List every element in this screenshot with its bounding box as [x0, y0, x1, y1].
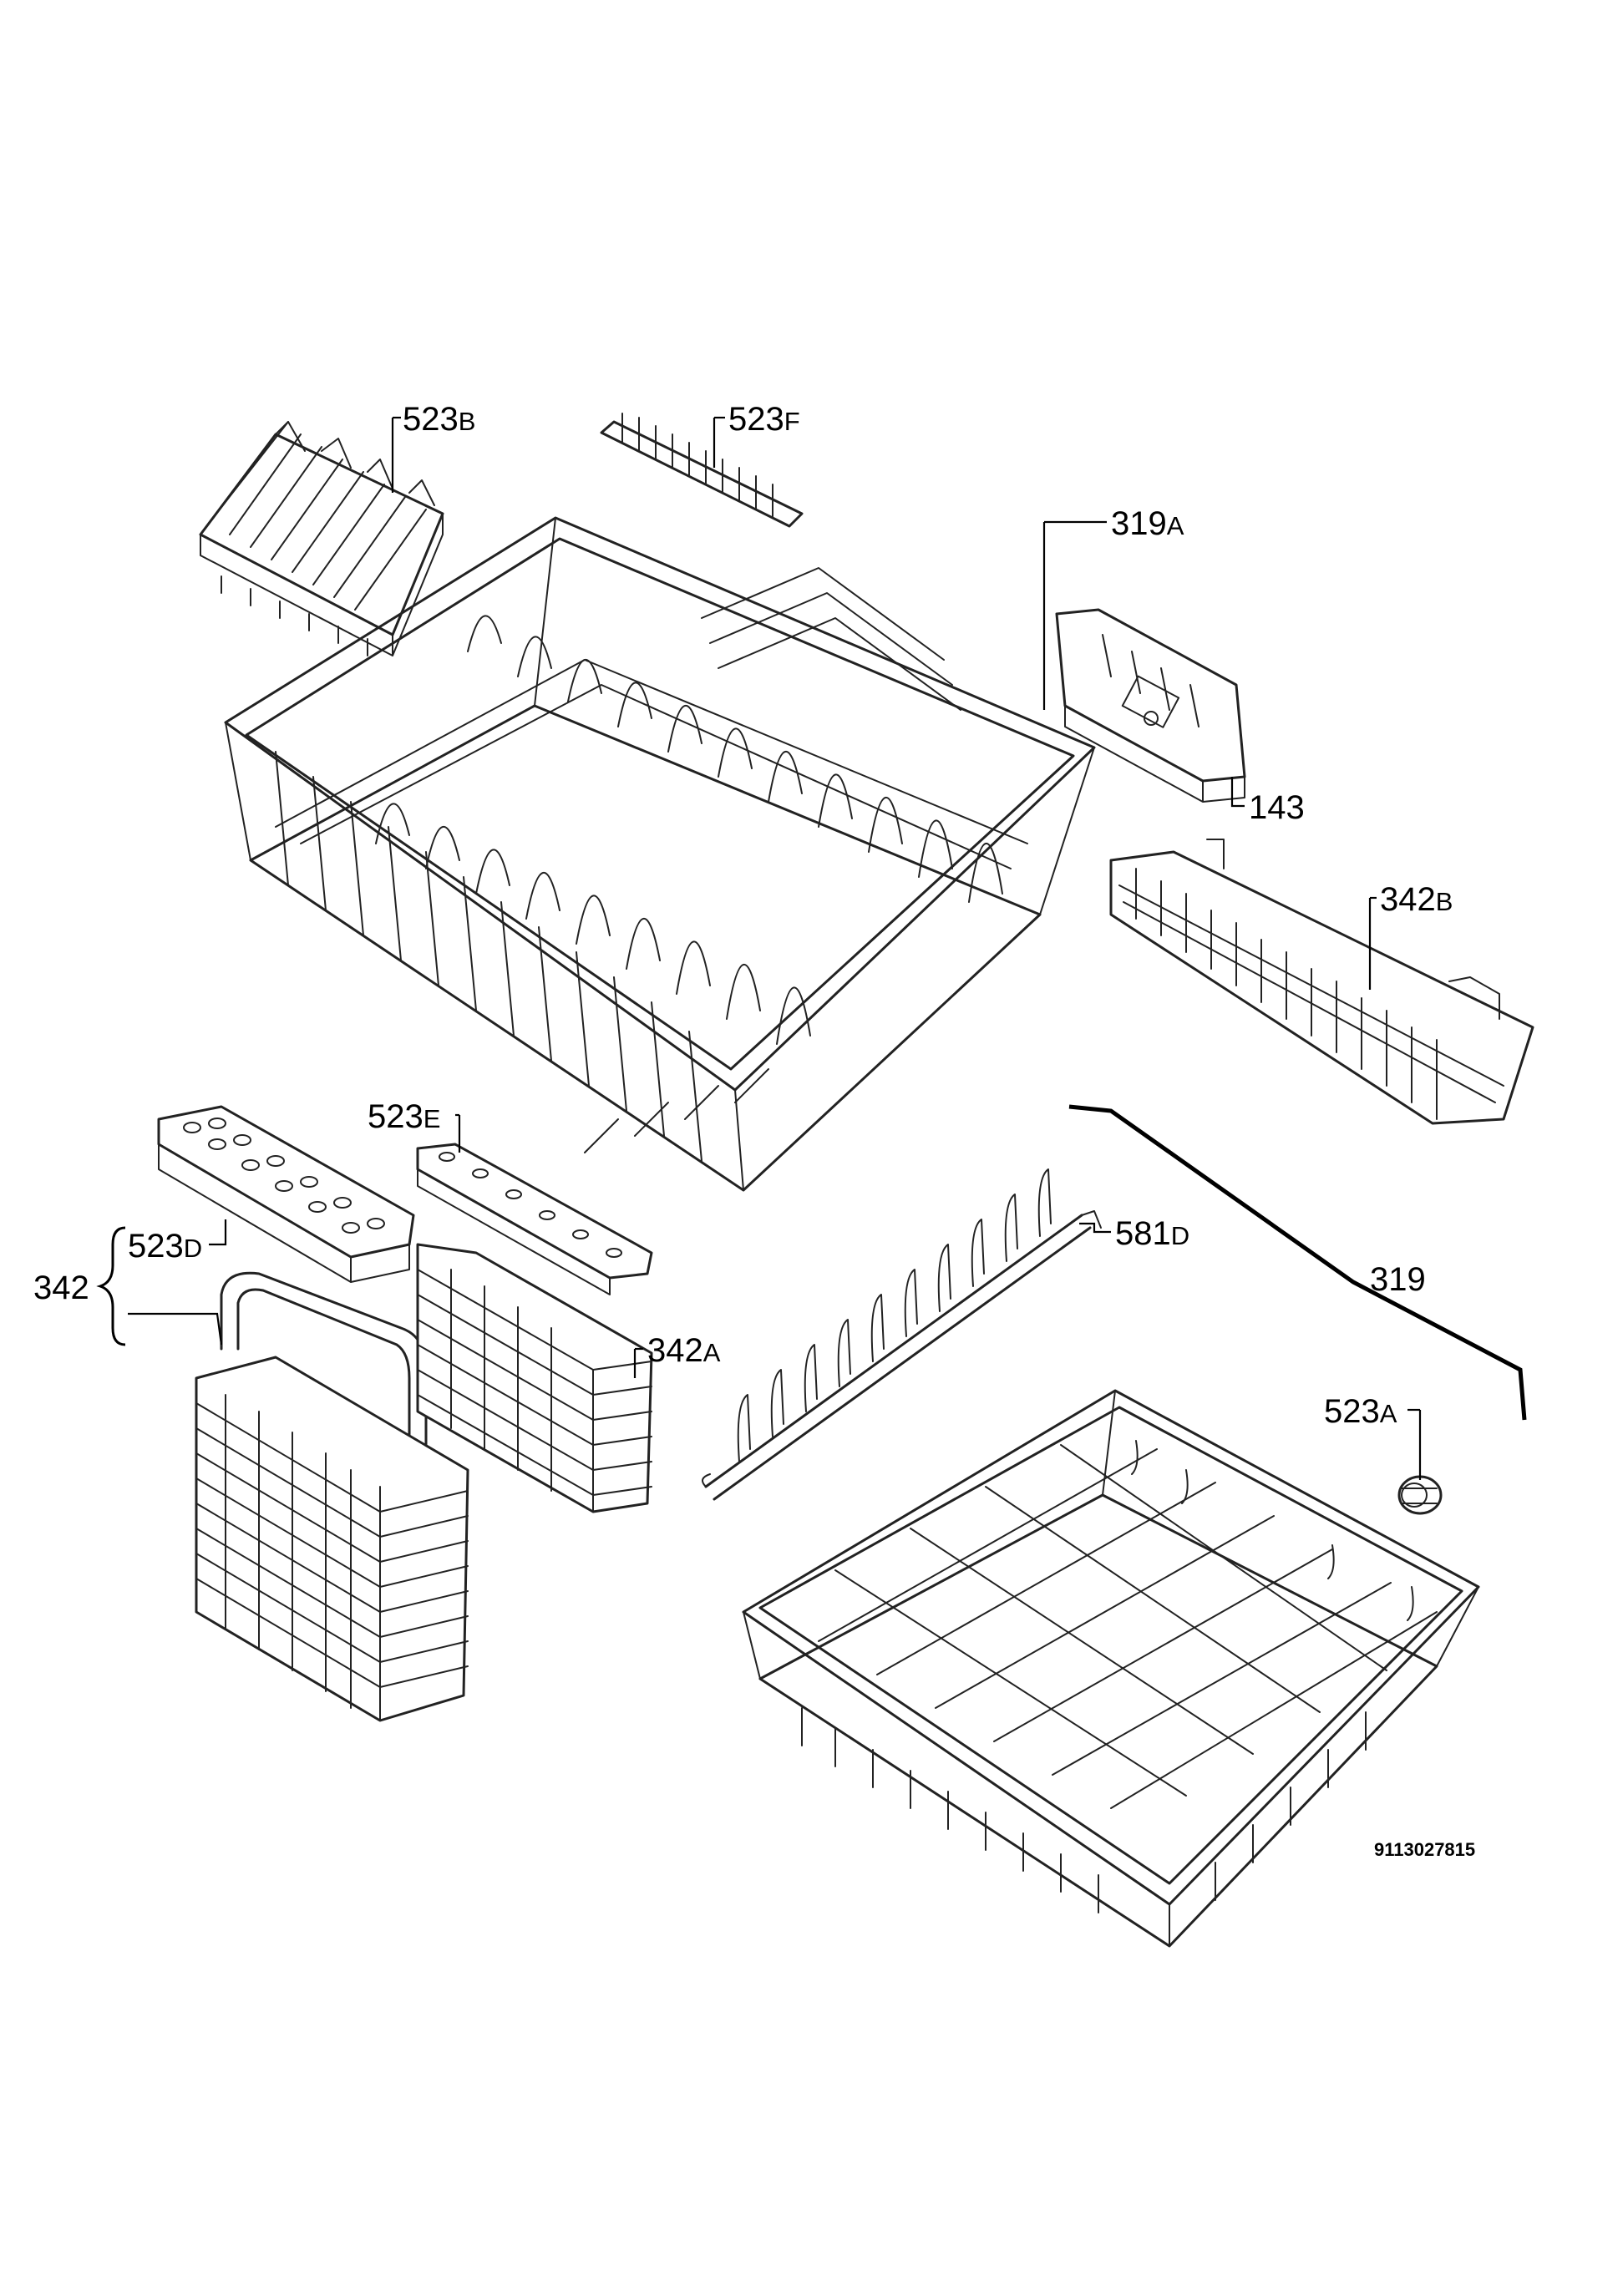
callout-342B: 342B: [1380, 881, 1453, 918]
callout-523B: 523B: [403, 401, 475, 438]
callout-523A: 523A: [1324, 1393, 1397, 1430]
cutlery-basket-lid-icon: [157, 1105, 653, 1295]
wheel-icon: [1397, 1475, 1443, 1515]
callout-143: 143: [1249, 789, 1305, 826]
callout-342A: 342A: [647, 1332, 721, 1369]
lower-basket-icon: [742, 1389, 1480, 1948]
callout-523D: 523D: [128, 1228, 202, 1265]
comb-insert-icon: [600, 413, 804, 528]
callout-319A: 319A: [1111, 505, 1184, 542]
callout-581D: 581D: [1115, 1215, 1189, 1252]
rail-bracket-icon: [1055, 608, 1246, 803]
cup-rack-icon: [199, 421, 444, 656]
knife-tray-icon: [1109, 839, 1534, 1125]
plate-rack-icon: [702, 1168, 1102, 1501]
cutlery-basket-icon: [195, 1243, 653, 1722]
callout-labels: 523B 523F 319A 143 342B 523E 581D 319 34…: [33, 401, 1475, 1860]
callout-523F: 523F: [728, 401, 800, 438]
callout-523E: 523E: [368, 1098, 440, 1135]
leader-lines: [96, 416, 1527, 1480]
upper-basket-icon: [224, 516, 1096, 1192]
callout-342: 342: [33, 1270, 89, 1306]
document-number: 9113027815: [1374, 1839, 1475, 1860]
callout-319: 319: [1370, 1261, 1426, 1298]
